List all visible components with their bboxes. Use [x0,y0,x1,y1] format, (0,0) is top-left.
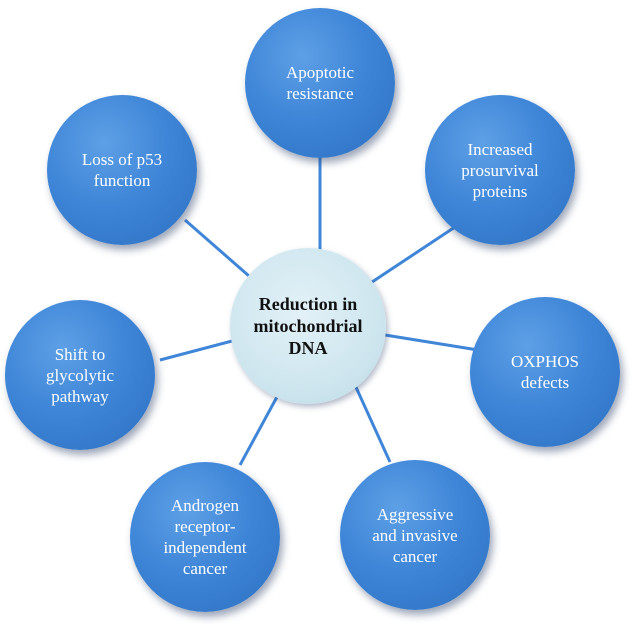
connector-increased-prosurvival-proteins [359,223,459,292]
node-label: Aggressive and invasive cancer [372,504,458,566]
node-androgen-receptor-independent-cancer: Androgen receptor- independent cancer [130,462,280,612]
node-shift-to-glycolytic-pathway: Shift to glycolytic pathway [5,300,155,450]
node-loss-of-p53-function: Loss of p53 function [47,95,197,245]
node-oxphos-defects: OXPHOS defects [470,297,620,447]
connector-androgen-receptor-independent-cancer [238,394,280,466]
node-label: Shift to glycolytic pathway [46,344,114,406]
connector-oxphos-defects [384,333,479,352]
node-label: Apoptotic resistance [286,63,354,103]
node-label: Androgen receptor- independent cancer [163,496,247,578]
center-label: Reduction in mitochondrial DNA [253,294,363,358]
connector-aggressive-invasive-cancer [353,384,392,463]
node-increased-prosurvival-proteins: Increased prosurvival proteins [425,95,575,245]
node-label: OXPHOS defects [510,352,580,392]
node-aggressive-invasive-cancer: Aggressive and invasive cancer [340,460,490,610]
node-label: Increased prosurvival proteins [461,139,539,201]
node-label: Loss of p53 function [81,150,163,190]
center-node: Reduction in mitochondrial DNA [230,248,386,404]
node-apoptotic-resistance: Apoptotic resistance [245,8,395,158]
